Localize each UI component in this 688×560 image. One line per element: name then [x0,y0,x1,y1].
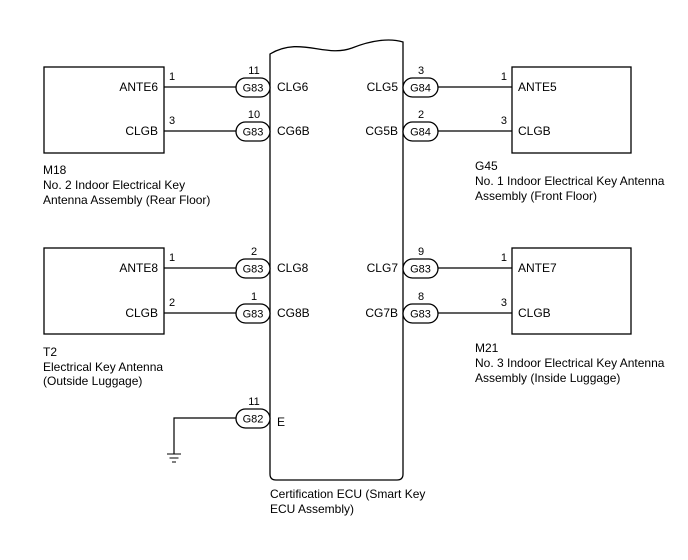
ecu-caption-line2: ECU Assembly) [270,502,354,516]
connector-pill [235,303,271,324]
connector-pill [235,121,271,142]
ecu-terminal-clg7: CLG7 [367,261,399,275]
ecu-terminal-e: E [277,415,285,429]
ecu-pin-number: 3 [418,65,424,77]
connector-pill [402,77,439,98]
ecu-terminal-clg8: CLG8 [277,261,309,275]
m18-code: M18 [43,163,67,177]
connector-name: G83 [410,309,431,321]
t2-code: T2 [43,345,57,359]
ecu-terminal-cg6b: CG6B [277,124,310,138]
connector-name: G83 [243,309,264,321]
ecu-pin-number: 11 [248,65,259,77]
ecu-pin-number: 2 [251,246,257,258]
ecu-pin-number: 10 [248,109,260,121]
t2-pin-clgb: 2 [169,297,175,309]
connector-name: G83 [410,264,431,276]
ground-icon [167,453,181,463]
ecu-pin-number: 8 [418,291,424,303]
g45-name-line1: No. 1 Indoor Electrical Key Antenna [475,174,665,188]
connector-name: G84 [410,83,431,95]
g45-terminal-ante5: ANTE5 [518,80,557,94]
m18-name-line1: No. 2 Indoor Electrical Key [43,178,185,192]
ecu-pin-number: 1 [251,291,257,303]
m18-pin-ante6: 1 [169,71,175,83]
ecu-terminal-clg5: CLG5 [367,80,399,94]
component-m21: ANTE7 CLGB 1 3 M21 No. 3 Indoor Electric… [403,247,665,385]
g45-box [511,66,632,154]
m18-pin-clgb: 3 [169,115,175,127]
connector-name: G83 [243,264,264,276]
t2-name-line1: Electrical Key Antenna [43,360,163,374]
m21-name-line1: No. 3 Indoor Electrical Key Antenna [475,356,665,370]
t2-terminal-clgb: CLGB [125,306,158,320]
component-t2: ANTE8 CLGB 1 2 T2 Electrical Key Antenna… [43,247,270,388]
g45-name-line2: Assembly (Front Floor) [475,189,597,203]
connector-pill [235,258,271,279]
t2-box [43,247,165,335]
ecu-pin-number: 11 [248,396,259,408]
connector-pill [235,408,271,429]
m18-terminal-ante6: ANTE6 [119,80,158,94]
certification-ecu-body [269,39,404,481]
m21-code: M21 [475,341,499,355]
ecu-pin-number: 2 [418,109,424,121]
ecu-terminal-clg6: CLG6 [277,80,309,94]
g45-pin-clgb: 3 [501,115,507,127]
m21-name-line2: Assembly (Inside Luggage) [475,371,620,385]
ecu-terminal-cg7b: CG7B [365,306,398,320]
m21-terminal-ante7: ANTE7 [518,261,557,275]
t2-name-line2: (Outside Luggage) [43,374,142,388]
ecu-terminal-cg5b: CG5B [365,124,398,138]
ecu-pin-number: 9 [418,246,424,258]
connector-pills [235,77,439,429]
m21-pin-ante7: 1 [501,252,507,264]
ecu-caption-line1: Certification ECU (Smart Key [270,487,425,501]
connector-name: G83 [243,127,264,139]
connector-pill [402,303,439,324]
t2-pin-ante8: 1 [169,252,175,264]
m21-terminal-clgb: CLGB [518,306,551,320]
ecu-terminal-cg8b: CG8B [277,306,310,320]
connector-pill [402,121,439,142]
m21-pin-clgb: 3 [501,297,507,309]
t2-terminal-ante8: ANTE8 [119,261,158,275]
g45-terminal-clgb: CLGB [518,124,551,138]
m18-box [43,66,165,154]
connector-pill [235,77,271,98]
connector-pill [402,258,439,279]
g45-pin-ante5: 1 [501,71,507,83]
m18-terminal-clgb: CLGB [125,124,158,138]
connector-name: G82 [243,414,264,426]
connector-name: G83 [243,83,264,95]
m18-name-line2: Antenna Assembly (Rear Floor) [43,193,210,207]
connector-name: G84 [410,127,431,139]
m21-box [511,247,632,335]
component-g45: ANTE5 CLGB 1 3 G45 No. 1 Indoor Electric… [403,66,665,203]
g45-code: G45 [475,159,498,173]
